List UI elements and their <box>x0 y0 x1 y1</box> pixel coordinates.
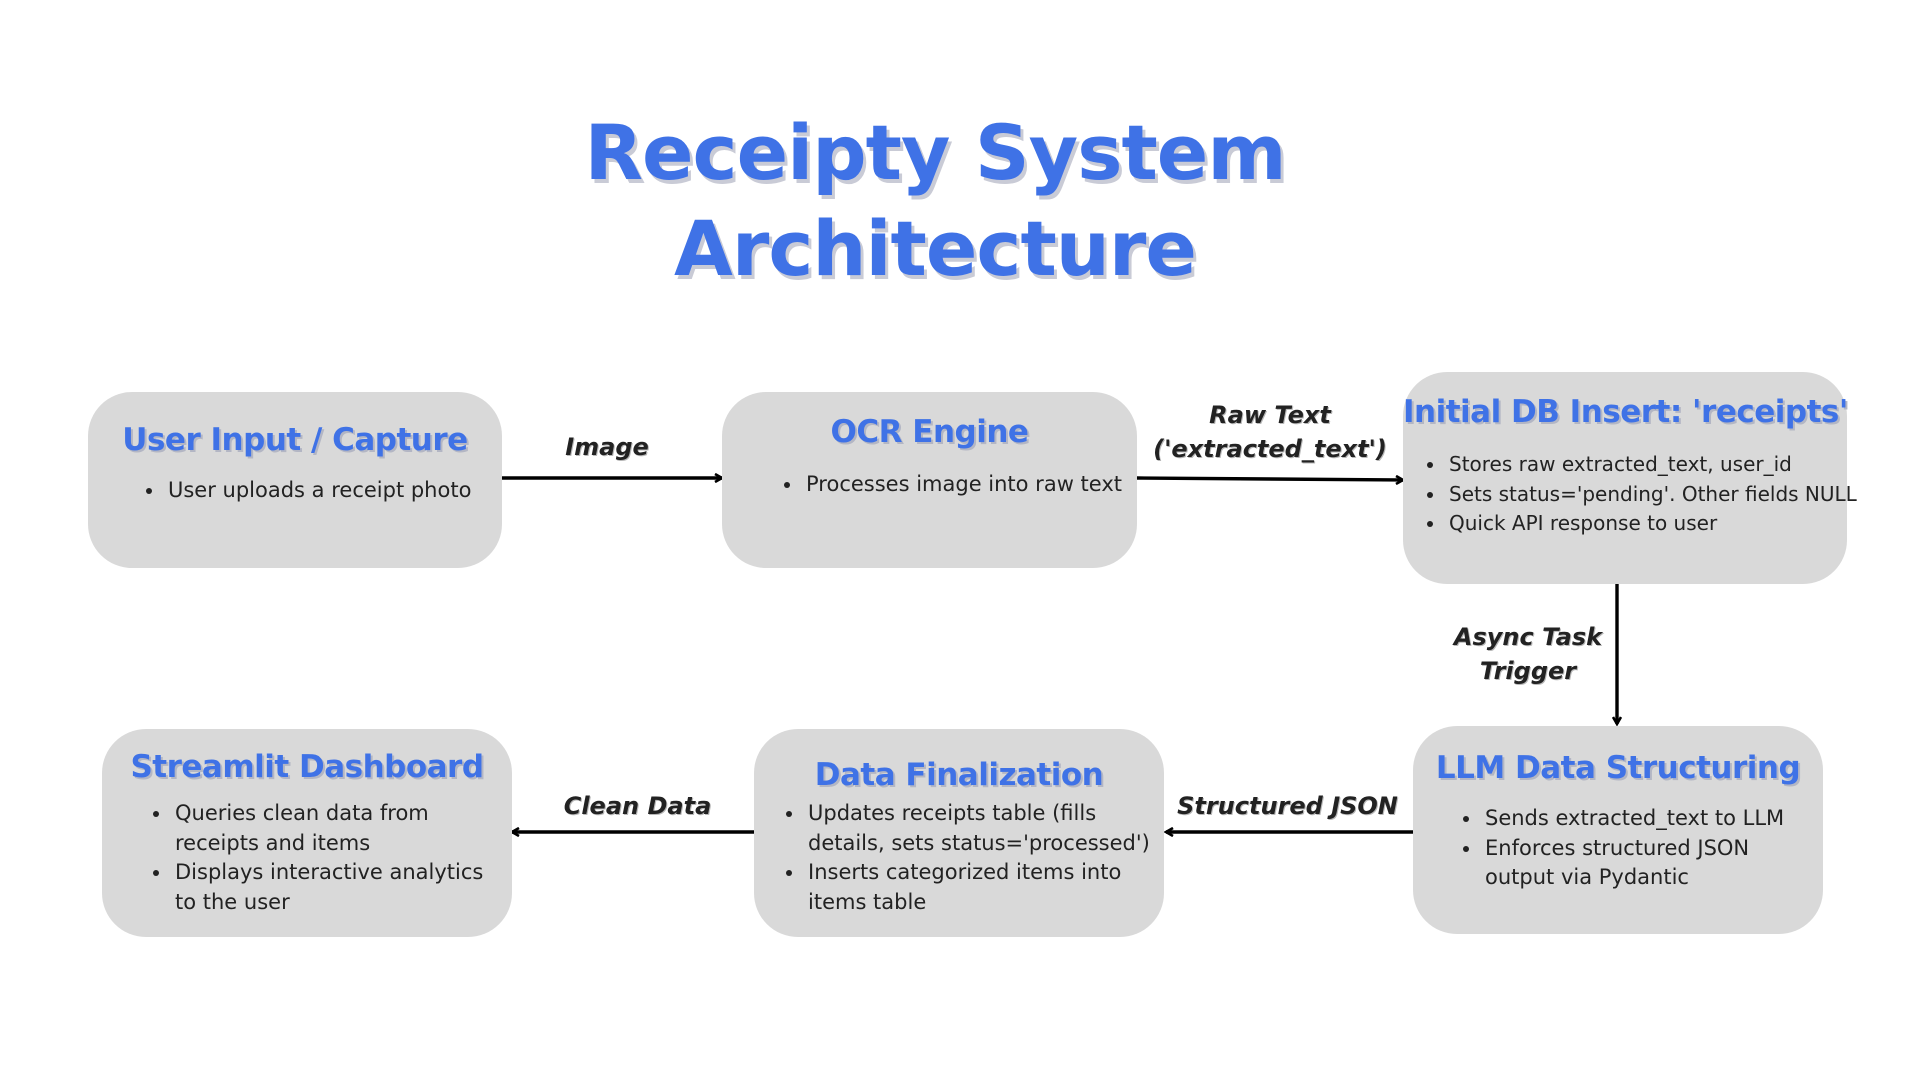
arrow-ocr-to-db <box>1136 478 1403 480</box>
node-ocr-engine: OCR Engine Processes image into raw text <box>722 392 1137 568</box>
edge-label-clean-data: Clean Data <box>563 792 712 820</box>
node-llm-structuring-bullet: Enforces structured JSON output via Pyda… <box>1463 834 1815 893</box>
page-title-line-1: Receipty System <box>584 108 1286 197</box>
node-data-finalization-bullet: Updates receipts table (fills details, s… <box>786 799 1178 858</box>
edge-label-raw-text: Raw Text ('extracted_text') <box>1130 398 1410 466</box>
node-user-input-title: User Input / Capture <box>122 422 468 458</box>
node-db-insert-bullet: Sets status='pending'. Other fields NULL <box>1427 480 1879 510</box>
node-ocr-engine-bullets: Processes image into raw text <box>778 470 1126 500</box>
node-db-insert: Initial DB Insert: 'receipts' Stores raw… <box>1403 372 1857 584</box>
node-db-insert-bullet: Quick API response to user <box>1427 509 1879 539</box>
edge-label-async-line-2: Trigger <box>1479 657 1577 685</box>
node-data-finalization-bullets: Updates receipts table (fills details, s… <box>780 799 1178 917</box>
edge-label-raw-text-line-2: ('extracted_text') <box>1153 435 1387 463</box>
node-streamlit-dashboard-bullet: Displays interactive analytics to the us… <box>153 858 505 917</box>
node-streamlit-dashboard-title: Streamlit Dashboard <box>130 749 484 785</box>
node-ocr-engine-title: OCR Engine <box>830 414 1029 450</box>
node-streamlit-dashboard-bullet: Queries clean data from receipts and ite… <box>153 799 505 858</box>
node-db-insert-bullets: Stores raw extracted_text, user_id Sets … <box>1421 450 1879 539</box>
node-user-input: User Input / Capture User uploads a rece… <box>88 392 502 568</box>
node-data-finalization-bullet: Inserts categorized items into items tab… <box>786 858 1178 917</box>
node-data-finalization: Data Finalization Updates receipts table… <box>754 729 1164 937</box>
edge-label-async-line-1: Async Task <box>1453 623 1603 651</box>
node-db-insert-bullet: Stores raw extracted_text, user_id <box>1427 450 1879 480</box>
node-llm-structuring-bullets: Sends extracted_text to LLM Enforces str… <box>1457 804 1815 893</box>
edge-label-raw-text-line-1: Raw Text <box>1209 401 1331 429</box>
node-llm-structuring: LLM Data Structuring Sends extracted_tex… <box>1413 726 1823 934</box>
node-db-insert-title: Initial DB Insert: 'receipts' <box>1403 394 1848 430</box>
edge-label-structured-json: Structured JSON <box>1177 792 1398 820</box>
node-llm-structuring-title: LLM Data Structuring <box>1435 750 1801 786</box>
node-llm-structuring-bullet: Sends extracted_text to LLM <box>1463 804 1815 834</box>
node-streamlit-dashboard: Streamlit Dashboard Queries clean data f… <box>102 729 512 937</box>
node-user-input-bullet: User uploads a receipt photo <box>146 476 498 506</box>
page-title-line-2: Architecture <box>674 204 1197 293</box>
page-title: Receipty System Architecture <box>0 105 1870 297</box>
node-user-input-bullets: User uploads a receipt photo <box>140 476 498 506</box>
edge-label-async-trigger: Async Task Trigger <box>1418 620 1638 688</box>
node-ocr-engine-bullet: Processes image into raw text <box>784 470 1126 500</box>
node-streamlit-dashboard-bullets: Queries clean data from receipts and ite… <box>147 799 505 917</box>
edge-label-image: Image <box>565 433 649 461</box>
node-data-finalization-title: Data Finalization <box>814 757 1104 793</box>
